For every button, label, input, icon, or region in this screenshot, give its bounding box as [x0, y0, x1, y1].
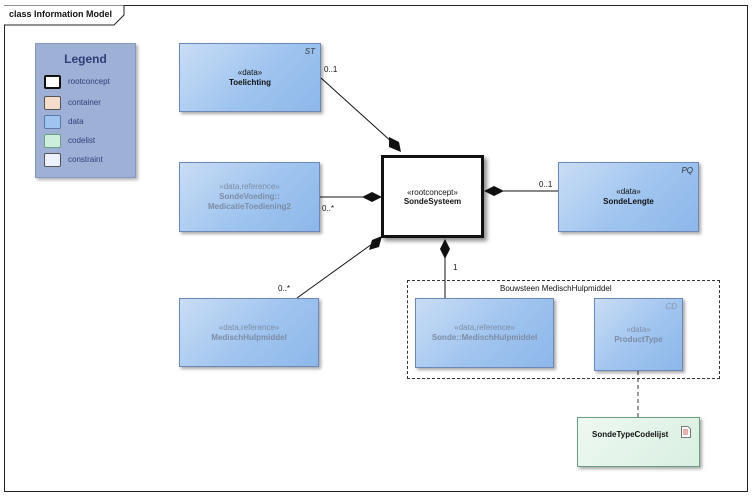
legend-item-data: data	[44, 115, 134, 131]
legend-swatch	[44, 153, 61, 167]
frame-title-tab	[4, 5, 125, 26]
legend-label: constraint	[68, 155, 103, 164]
legend-label: container	[68, 98, 101, 107]
multiplicity-toelichting: 0..1	[324, 65, 338, 74]
multiplicity-medisch: 0..*	[278, 284, 291, 293]
class-name-line2: MedicatieToediening2	[208, 202, 291, 211]
legend-label: data	[68, 117, 84, 126]
legend-item-codelist: codelist	[44, 134, 134, 150]
document-icon	[681, 426, 691, 438]
multiplicity-sondevoeding: 0..*	[322, 204, 335, 213]
class-toelichting[interactable]: ST «data» Toelichting	[179, 43, 321, 112]
stereotype: «data»	[616, 187, 641, 196]
composition-diamond-sondelengte	[484, 186, 504, 196]
datatype-tag: CD	[665, 302, 677, 311]
stereotype: «data»	[626, 324, 651, 334]
stereotype: «data»	[237, 67, 263, 77]
composition-diamond-medisch	[369, 236, 382, 250]
bouwsteen-group-label: Bouwsteen MedischHulpmiddel	[500, 284, 612, 293]
codelist-sondetypecodelijst[interactable]: SondeTypeCodelijst	[577, 417, 700, 467]
legend-title: Legend	[64, 52, 107, 66]
legend-swatch	[44, 96, 61, 110]
class-sonde-medischhulpmiddel-reference[interactable]: «data,reference» Sonde::MedischHulpmidde…	[415, 298, 554, 368]
class-name: ProductType	[614, 334, 663, 344]
class-sondevoeding-reference[interactable]: «data,reference» SondeVoeding:: Medicati…	[179, 162, 320, 232]
stereotype: «rootconcept»	[407, 187, 458, 197]
legend-label: codelist	[68, 136, 96, 145]
bouwsteen-group-boundary	[407, 280, 720, 379]
legend-swatch	[44, 134, 61, 148]
class-name: Toelichting	[228, 77, 272, 87]
composition-diamond-toelichting	[389, 137, 401, 152]
class-name: Sonde::MedischHulpmiddel	[431, 333, 538, 342]
frame-title: class Information Model	[9, 9, 113, 19]
legend-swatch	[44, 75, 61, 89]
connector-toelichting	[320, 77, 394, 144]
class-sondelengte[interactable]: PQ «data» SondeLengte	[558, 162, 699, 232]
stereotype: «data,reference»	[219, 182, 280, 191]
class-producttype[interactable]: CD «data» ProductType	[594, 298, 683, 371]
multiplicity-sondelengte: 0..1	[539, 180, 553, 189]
stereotype: «data,reference»	[454, 323, 515, 332]
legend-item-container: container	[44, 96, 134, 112]
class-medischhulpmiddel-reference[interactable]: «data,reference» MedischHulpmiddel	[179, 298, 319, 367]
composition-diamond-sondevoeding	[362, 192, 382, 202]
multiplicity-bouwsteen: 1	[453, 263, 458, 272]
diagram-frame	[4, 5, 748, 492]
legend: Legend rootconcept container data codeli…	[35, 43, 136, 178]
stereotype: «data,reference»	[218, 322, 280, 332]
datatype-tag: PQ	[681, 166, 693, 175]
legend-item-rootconcept: rootconcept	[44, 75, 134, 91]
connector-medisch	[296, 243, 373, 299]
legend-label: rootconcept	[68, 77, 110, 86]
class-name-line1: SondeVoeding::	[219, 192, 280, 201]
class-sondesysteem-root[interactable]: «rootconcept» SondeSysteem	[381, 155, 484, 238]
legend-swatch	[44, 115, 61, 129]
composition-diamond-bouwsteen	[440, 239, 450, 259]
codelist-name: SondeTypeCodelijst	[592, 430, 669, 439]
datatype-tag: ST	[304, 47, 315, 56]
legend-item-constraint: constraint	[44, 153, 134, 169]
class-name: SondeSysteem	[403, 196, 462, 206]
class-name: SondeLengte	[603, 197, 654, 206]
class-name: MedischHulpmiddel	[211, 332, 287, 342]
